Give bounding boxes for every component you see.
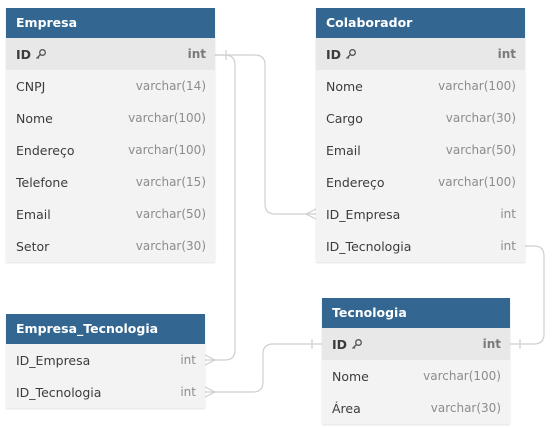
column-name: ID bbox=[16, 47, 47, 62]
column-type: varchar(100) bbox=[128, 111, 206, 125]
column-type: int bbox=[500, 239, 516, 253]
column-label: ID bbox=[332, 336, 348, 352]
column-type: int bbox=[482, 337, 501, 351]
column-name: CNPJ bbox=[16, 78, 46, 94]
relation-empresa-colaborador[interactable] bbox=[215, 54, 316, 215]
table-header[interactable]: Empresa_Tecnologia bbox=[6, 314, 205, 344]
column-name: ID bbox=[326, 47, 357, 62]
column-name: ID_Empresa bbox=[16, 352, 91, 368]
column-name: Cargo bbox=[326, 110, 363, 126]
column-name: Email bbox=[326, 142, 361, 158]
column-name: Email bbox=[16, 206, 51, 222]
column-name: Telefone bbox=[16, 174, 69, 190]
column-label: ID bbox=[326, 46, 342, 62]
column-type: int bbox=[497, 47, 516, 61]
column-type: varchar(30) bbox=[445, 111, 516, 125]
column-type: varchar(100) bbox=[128, 143, 206, 157]
column-row[interactable]: CNPJ varchar(14) bbox=[6, 70, 215, 102]
column-type: int bbox=[187, 47, 206, 61]
column-row[interactable]: Cargo varchar(30) bbox=[316, 102, 525, 134]
key-icon bbox=[345, 48, 357, 60]
column-row[interactable]: ID int bbox=[316, 38, 525, 70]
column-row[interactable]: Área varchar(30) bbox=[322, 392, 510, 424]
table-empresa-tecnologia[interactable]: Empresa_Tecnologia ID_Empresa int ID_Tec… bbox=[6, 314, 205, 408]
column-name: Nome bbox=[332, 368, 369, 384]
many-marker-empresa-colaborador bbox=[305, 208, 317, 220]
column-row[interactable]: ID_Empresa int bbox=[6, 344, 205, 376]
table-header[interactable]: Empresa bbox=[6, 8, 215, 38]
column-row[interactable]: Endereço varchar(100) bbox=[316, 166, 525, 198]
column-type: varchar(50) bbox=[135, 207, 206, 221]
key-icon bbox=[351, 338, 363, 350]
column-row[interactable]: Setor varchar(30) bbox=[6, 230, 215, 262]
column-row[interactable]: Nome varchar(100) bbox=[6, 102, 215, 134]
table-header[interactable]: Tecnologia bbox=[322, 298, 510, 328]
column-row[interactable]: Telefone varchar(15) bbox=[6, 166, 215, 198]
column-row[interactable]: Endereço varchar(100) bbox=[6, 134, 215, 166]
column-row[interactable]: ID_Tecnologia int bbox=[6, 376, 205, 408]
relation-tecnologia-empresa-tecnologia[interactable] bbox=[205, 343, 322, 393]
column-type: varchar(100) bbox=[438, 79, 516, 93]
column-type: varchar(14) bbox=[135, 79, 206, 93]
column-type: varchar(30) bbox=[430, 401, 501, 415]
column-name: Nome bbox=[326, 78, 363, 94]
column-row[interactable]: Email varchar(50) bbox=[316, 134, 525, 166]
table-header[interactable]: Colaborador bbox=[316, 8, 525, 38]
many-marker-empresa-empresa-tecnologia bbox=[204, 354, 216, 366]
column-type: varchar(100) bbox=[423, 369, 501, 383]
column-type: varchar(100) bbox=[438, 175, 516, 189]
column-name: Setor bbox=[16, 238, 50, 254]
column-row[interactable]: ID_Tecnologia int bbox=[316, 230, 525, 262]
column-type: varchar(30) bbox=[135, 239, 206, 253]
column-row[interactable]: ID int bbox=[322, 328, 510, 360]
table-empresa[interactable]: Empresa ID int CNPJ varchar(14) Nome var… bbox=[6, 8, 215, 262]
column-type: int bbox=[500, 207, 516, 221]
column-row[interactable]: Nome varchar(100) bbox=[316, 70, 525, 102]
column-type: int bbox=[180, 385, 196, 399]
column-row[interactable]: ID_Empresa int bbox=[316, 198, 525, 230]
column-name: ID bbox=[332, 337, 363, 352]
table-colaborador[interactable]: Colaborador ID int Nome varchar(100) Car… bbox=[316, 8, 525, 262]
table-tecnologia[interactable]: Tecnologia ID int Nome varchar(100) Área… bbox=[322, 298, 510, 424]
column-row[interactable]: Email varchar(50) bbox=[6, 198, 215, 230]
column-name: ID_Tecnologia bbox=[16, 384, 102, 400]
many-marker-tecnologia-empresa-tecnologia bbox=[204, 386, 216, 398]
column-name: ID_Empresa bbox=[326, 206, 401, 222]
column-name: Nome bbox=[16, 110, 53, 126]
column-row[interactable]: Nome varchar(100) bbox=[322, 360, 510, 392]
column-type: int bbox=[180, 353, 196, 367]
key-icon bbox=[35, 48, 47, 60]
column-name: Endereço bbox=[326, 174, 385, 190]
column-type: varchar(15) bbox=[135, 175, 206, 189]
column-name: Endereço bbox=[16, 142, 75, 158]
column-row[interactable]: ID int bbox=[6, 38, 215, 70]
column-label: ID bbox=[16, 46, 32, 62]
column-name: ID_Tecnologia bbox=[326, 238, 412, 254]
column-name: Área bbox=[332, 400, 361, 416]
column-type: varchar(50) bbox=[445, 143, 516, 157]
